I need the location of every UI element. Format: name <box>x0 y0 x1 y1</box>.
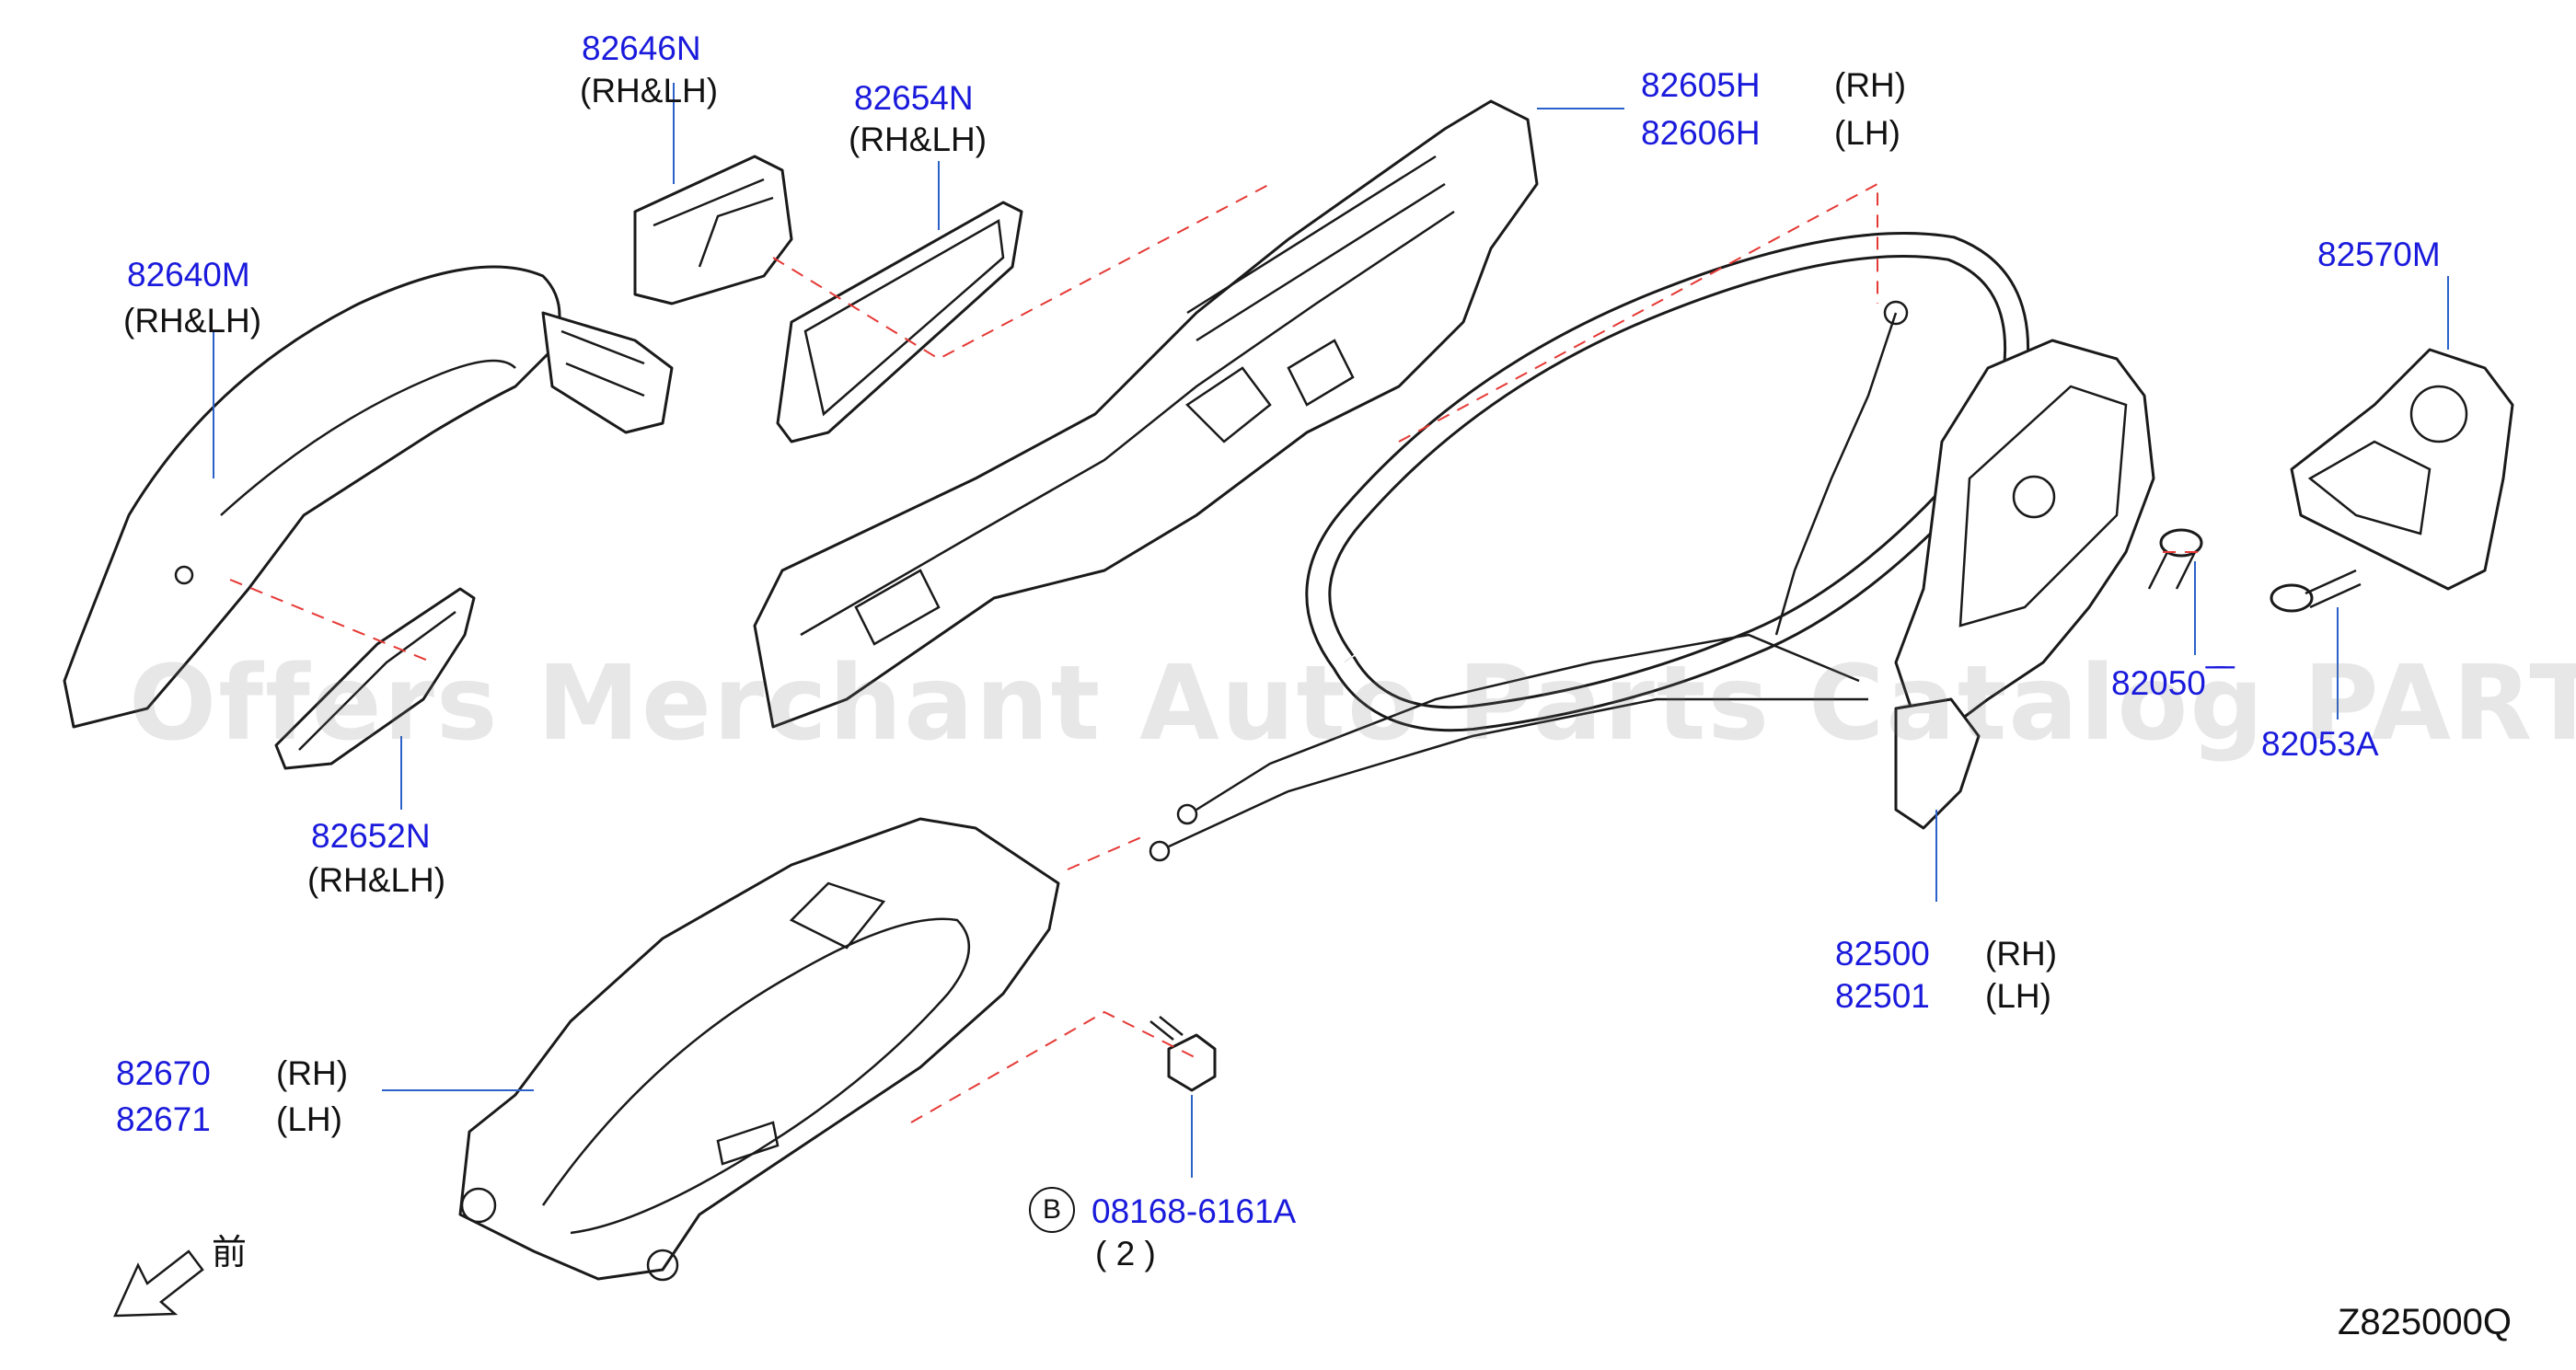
cable-loop-drawing <box>1149 232 2030 862</box>
part-number-82606H[interactable]: 82606H <box>1641 114 1761 152</box>
bolt-08168-drawing <box>1149 1016 1217 1092</box>
gasket-82652N-drawing <box>274 587 476 770</box>
alignment-line <box>772 183 1271 361</box>
alignment-line <box>1067 836 1142 870</box>
part-side-82500: (RH) <box>1985 935 2058 973</box>
part-side-82652N: (RH&LH) <box>307 861 446 899</box>
part-number-82500[interactable]: 82500 <box>1835 935 1930 973</box>
watermark: Offers Merchant Auto Parts Catalog PARTS… <box>129 644 2576 764</box>
part-number-82654N[interactable]: 82654N <box>854 79 974 117</box>
part-side-82640M: (RH&LH) <box>123 302 262 340</box>
part-number-82501[interactable]: 82501 <box>1835 977 1930 1015</box>
striker-82570M-drawing <box>2290 348 2514 591</box>
part-number-82640M[interactable]: 82640M <box>127 256 250 294</box>
gasket-82654N-drawing <box>776 201 1023 443</box>
part-side-82605H: (RH) <box>1834 66 1907 104</box>
part-number-82670[interactable]: 82670 <box>116 1054 211 1092</box>
inside-handle-drawing <box>458 817 1060 1282</box>
part-number-82605H[interactable]: 82605H <box>1641 66 1761 104</box>
part-side-82606H: (LH) <box>1834 114 1900 152</box>
diagram-code: Z825000Q <box>2337 1302 2512 1342</box>
part-number-82570M[interactable]: 82570M <box>2317 236 2441 273</box>
part-side-82501: (LH) <box>1985 977 2051 1015</box>
screw-82050-drawing <box>2147 528 2203 590</box>
part-number-82050[interactable]: 82050 ̅ ̅ <box>2111 664 2225 702</box>
front-arrow-icon <box>113 1249 204 1318</box>
alignment-line <box>1398 182 1878 443</box>
part-number-08168-6161A[interactable]: 08168-6161A <box>1092 1192 1297 1230</box>
door-lock-drawing <box>1894 339 2155 830</box>
front-marker: 前 <box>212 1232 248 1272</box>
part-number-82652N[interactable]: 82652N <box>311 817 431 855</box>
alignment-line <box>910 1010 1197 1123</box>
part-side-82654N: (RH&LH) <box>849 121 988 158</box>
b-circle-marker: B <box>1029 1187 1075 1233</box>
alignment-line <box>229 579 433 663</box>
bracket-82605H-drawing <box>753 99 1539 729</box>
outside-handle-drawing <box>63 265 674 729</box>
part-qty-08168-6161A: ( 2 ) <box>1095 1235 1156 1272</box>
part-side-82671: (LH) <box>276 1100 342 1138</box>
cap-82646N-drawing <box>633 155 793 305</box>
part-number-82053A[interactable]: 82053A <box>2261 725 2379 763</box>
screw-82053A-drawing <box>2270 569 2362 613</box>
part-side-82670: (RH) <box>276 1054 349 1092</box>
part-number-82646N[interactable]: 82646N <box>582 29 701 67</box>
part-number-82671[interactable]: 82671 <box>116 1100 211 1138</box>
part-side-82646N: (RH&LH) <box>580 72 719 109</box>
